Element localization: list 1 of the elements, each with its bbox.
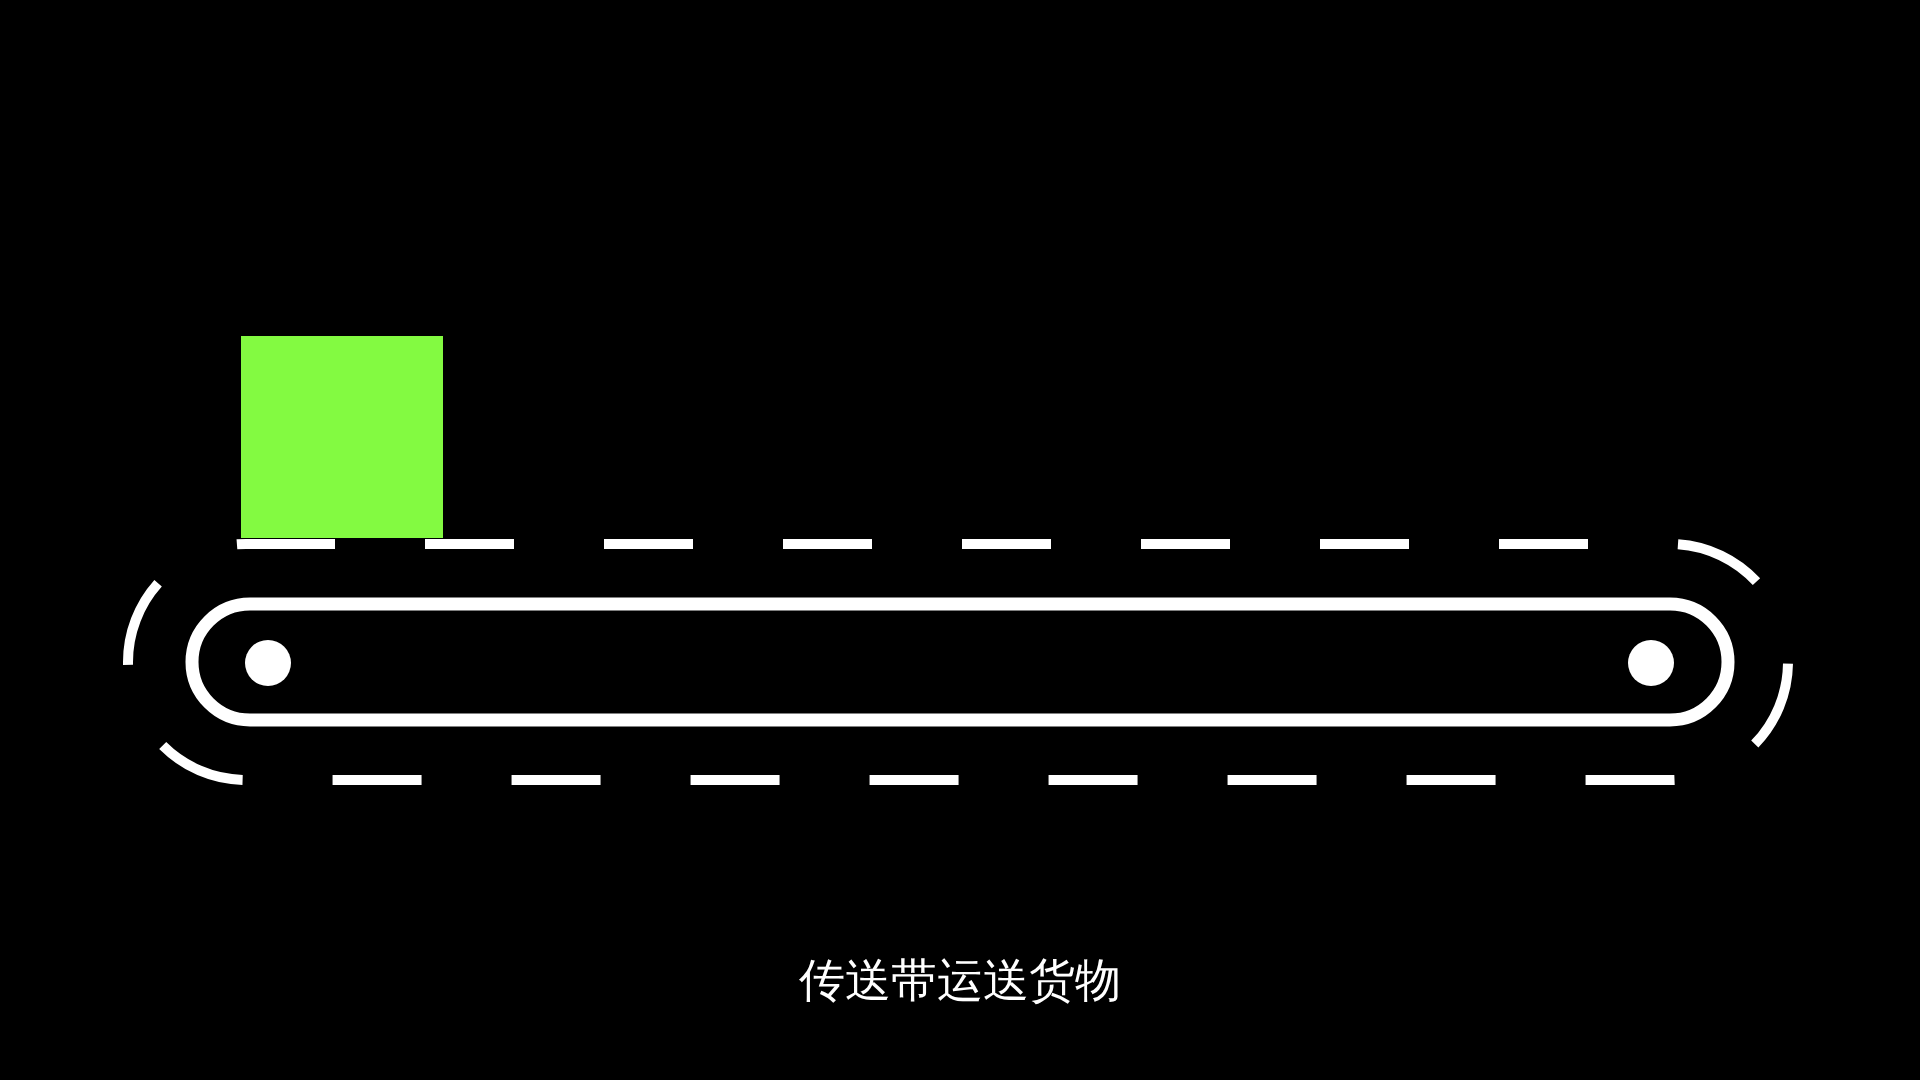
caption: 传送带运送货物 bbox=[799, 953, 1121, 1007]
